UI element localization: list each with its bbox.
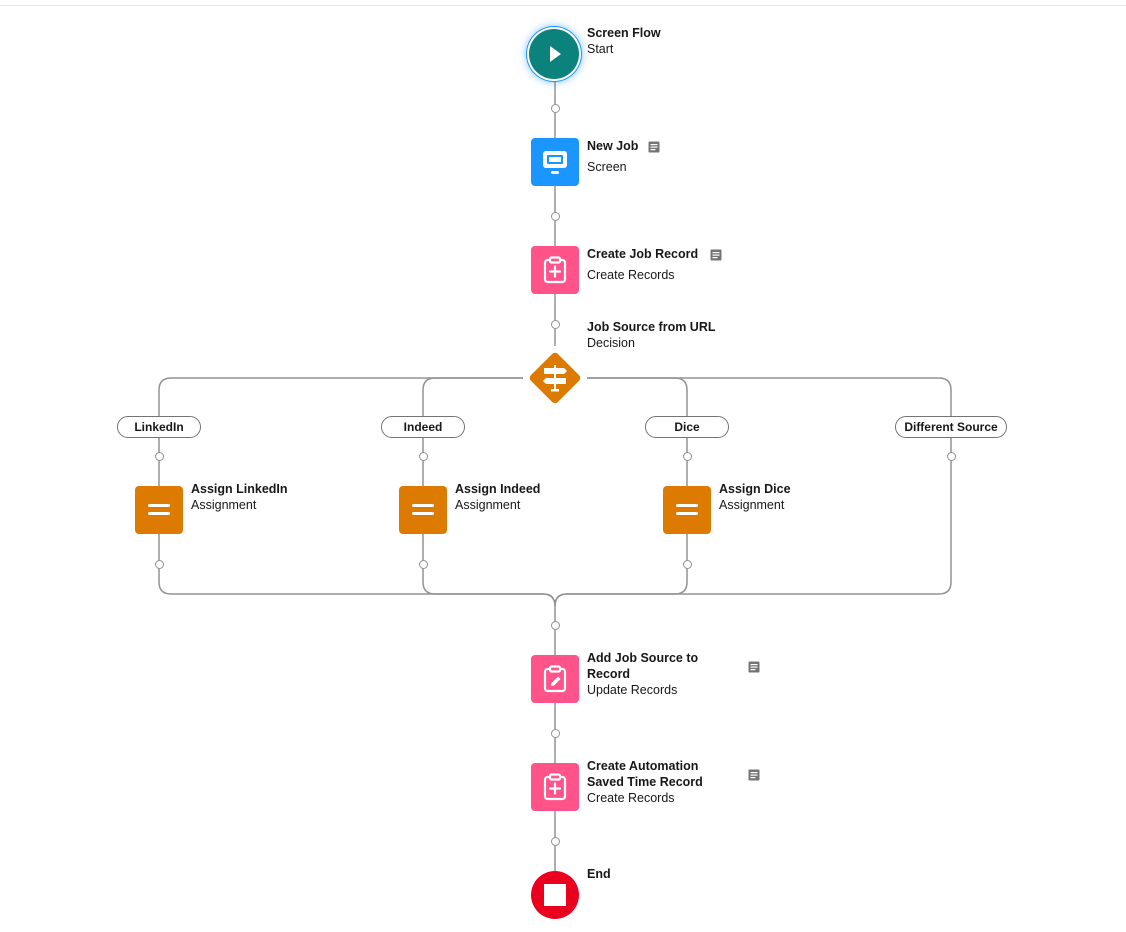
signpost-icon (543, 365, 567, 392)
create-record-icon (543, 773, 567, 801)
end-title: End (587, 867, 611, 881)
outcome-different-source[interactable]: Different Source (895, 416, 1007, 438)
add-element-connector[interactable] (155, 452, 164, 461)
assign-dice-title: Assign Dice (719, 482, 791, 496)
new-job-subtitle: Screen (587, 160, 627, 174)
description-icon[interactable] (748, 661, 760, 673)
add-job-source-label: Add Job Source to Record Update Records (587, 650, 715, 698)
decision-diamond (529, 352, 581, 404)
add-element-connector[interactable] (419, 560, 428, 569)
start-node[interactable] (529, 29, 579, 79)
add-element-connector[interactable] (155, 560, 164, 569)
start-label: Screen Flow Start (587, 25, 661, 57)
add-element-connector[interactable] (683, 452, 692, 461)
create-automation-subtitle: Create Records (587, 791, 675, 805)
description-icon[interactable] (710, 249, 722, 261)
assign-linkedin-subtitle: Assignment (191, 498, 257, 512)
outcome-linkedin[interactable]: LinkedIn (117, 416, 201, 438)
add-element-connector[interactable] (551, 320, 560, 329)
create-job-record-subtitle: Create Records (587, 268, 675, 282)
screen-icon (543, 151, 567, 174)
assign-indeed-subtitle: Assignment (455, 498, 521, 512)
description-icon[interactable] (748, 769, 760, 781)
update-record-icon (543, 665, 567, 693)
top-divider (0, 5, 1126, 6)
assign-indeed-label: Assign Indeed Assignment (455, 481, 540, 513)
assign-linkedin-label: Assign LinkedIn Assignment (191, 481, 288, 513)
end-label: End (587, 866, 611, 882)
assign-indeed-node[interactable] (399, 486, 447, 534)
add-element-connector[interactable] (551, 729, 560, 738)
assign-dice-subtitle: Assignment (719, 498, 785, 512)
create-automation-node[interactable] (531, 763, 579, 811)
start-subtitle: Start (587, 42, 614, 56)
end-node[interactable] (531, 871, 579, 919)
add-element-connector[interactable] (683, 560, 692, 569)
add-element-connector[interactable] (947, 452, 956, 461)
assignment-icon (676, 504, 698, 515)
create-job-record-label: Create Job Record Create Records (587, 246, 698, 283)
start-title: Screen Flow (587, 26, 661, 40)
add-element-connector[interactable] (551, 837, 560, 846)
assignment-icon (148, 504, 170, 515)
add-job-source-subtitle: Update Records (587, 683, 678, 697)
add-job-source-title: Add Job Source to Record (587, 651, 699, 681)
decision-subtitle: Decision (587, 336, 635, 350)
decision-title: Job Source from URL (587, 320, 716, 334)
stop-icon (544, 884, 566, 906)
new-job-title: New Job (587, 139, 639, 153)
decision-label: Job Source from URL Decision (587, 319, 716, 351)
add-element-connector[interactable] (551, 104, 560, 113)
create-job-record-title: Create Job Record (587, 247, 699, 261)
new-job-screen-node[interactable] (531, 138, 579, 186)
assign-linkedin-node[interactable] (135, 486, 183, 534)
add-element-connector[interactable] (551, 212, 560, 221)
add-job-source-node[interactable] (531, 655, 579, 703)
assign-dice-label: Assign Dice Assignment (719, 481, 791, 513)
create-automation-label: Create Automation Saved Time Record Crea… (587, 758, 715, 806)
assignment-icon (412, 504, 434, 515)
assign-dice-node[interactable] (663, 486, 711, 534)
create-job-record-node[interactable] (531, 246, 579, 294)
add-element-connector[interactable] (551, 621, 560, 630)
new-job-label: New Job Screen (587, 138, 638, 175)
create-record-icon (543, 256, 567, 284)
add-element-connector[interactable] (419, 452, 428, 461)
assign-indeed-title: Assign Indeed (455, 482, 541, 496)
create-automation-title: Create Automation Saved Time Record (587, 759, 703, 789)
description-icon[interactable] (648, 141, 660, 153)
outcome-dice[interactable]: Dice (645, 416, 729, 438)
play-icon (550, 46, 561, 62)
job-source-decision-node[interactable] (523, 346, 587, 410)
assign-linkedin-title: Assign LinkedIn (191, 482, 288, 496)
outcome-indeed[interactable]: Indeed (381, 416, 465, 438)
